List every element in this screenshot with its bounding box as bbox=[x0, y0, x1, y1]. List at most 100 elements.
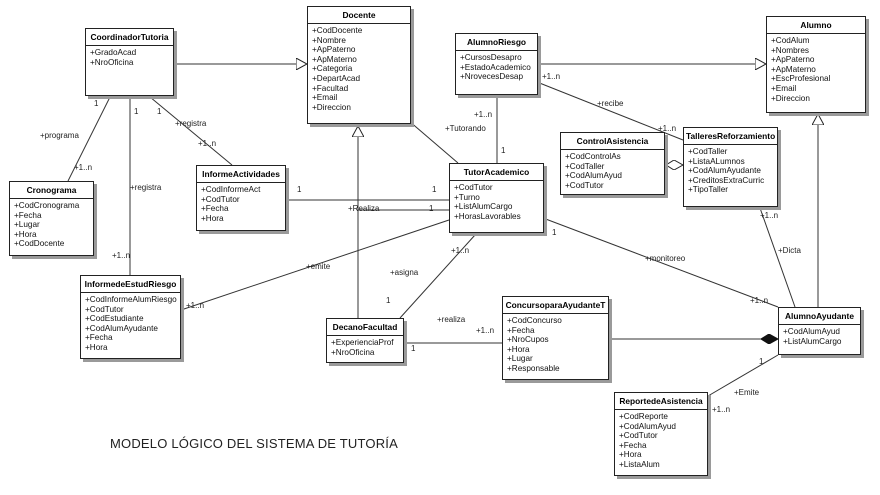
assoc-ayudante-reporte bbox=[707, 354, 779, 397]
class-cronograma: Cronograma +CodCronograma +Fecha +Lugar … bbox=[9, 181, 94, 256]
attribute: +Facultad bbox=[312, 83, 349, 93]
multiplicity-label: 1 bbox=[297, 185, 302, 194]
class-name: TalleresReforzamiento bbox=[684, 128, 777, 145]
attribute: +Lugar bbox=[14, 220, 40, 230]
association-label: +programa bbox=[40, 131, 79, 140]
attribute: +ApPaterno bbox=[771, 55, 815, 65]
attribute: +ApPaterno bbox=[312, 45, 356, 55]
multiplicity-label: +1..n bbox=[451, 246, 470, 255]
attribute: +Direccion bbox=[312, 102, 351, 112]
class-name: ReportedeAsistencia bbox=[615, 393, 707, 410]
multiplicity-label: +1..n bbox=[658, 124, 677, 133]
attribute: +Hora bbox=[201, 213, 224, 223]
class-name: Docente bbox=[308, 7, 410, 24]
diagram-title: MODELO LÓGICO DEL SISTEMA DE TUTORÍA bbox=[110, 436, 398, 451]
attribute: +CodTaller bbox=[565, 161, 605, 171]
multiplicity-label: +1..n bbox=[750, 296, 769, 305]
attribute: +CodAlum bbox=[771, 36, 810, 45]
attribute: +NroCupos bbox=[507, 335, 549, 345]
class-name: Alumno bbox=[767, 17, 865, 34]
attribute: +CodConcurso bbox=[507, 316, 562, 325]
assoc-tutor-decano-asigna bbox=[399, 234, 476, 319]
class-informedeestudriesgo: InformedeEstudRiesgo +CodInformeAlumRies… bbox=[80, 275, 181, 359]
class-reportedeasistencia: ReportedeAsistencia +CodReporte +CodAlum… bbox=[614, 392, 708, 476]
assoc-alumnoriesgo-talleres bbox=[536, 81, 684, 141]
class-name: InformeActividades bbox=[197, 166, 285, 183]
attribute: +CodDocente bbox=[14, 239, 65, 249]
attribute: +Email bbox=[312, 93, 338, 103]
assoc-coord-informeactividades bbox=[149, 96, 233, 166]
attribute: +CursosDesapro bbox=[460, 53, 522, 62]
attribute: +CodControlAs bbox=[565, 152, 621, 161]
multiplicity-label: 1 bbox=[94, 99, 99, 108]
attribute: +CreditosExtraCurric bbox=[688, 175, 765, 185]
attribute: +Nombres bbox=[771, 45, 809, 55]
association-label: +registra bbox=[175, 119, 207, 128]
assoc-talleres-ayudante-dicta bbox=[759, 207, 796, 308]
multiplicity-label: +1..n bbox=[186, 301, 205, 310]
class-name: CoordinadorTutoria bbox=[86, 29, 173, 46]
attribute: +CodTutor bbox=[85, 304, 124, 314]
attribute: +TipoTaller bbox=[688, 185, 728, 195]
class-name: Cronograma bbox=[10, 182, 93, 199]
class-alumnoriesgo: AlumnoRiesgo +CursosDesapro +EstadoAcade… bbox=[455, 33, 538, 95]
attribute: +Fecha bbox=[14, 210, 42, 220]
attribute: +ListAlumCargo bbox=[454, 202, 513, 212]
multiplicity-label: 1 bbox=[432, 185, 437, 194]
multiplicity-label: 1 bbox=[157, 107, 162, 116]
class-name: TutorAcademico bbox=[450, 164, 543, 181]
attribute: +CodAlumAyudante bbox=[688, 166, 761, 176]
attribute: +CodTutor bbox=[565, 180, 604, 190]
attribute: +CodTutor bbox=[619, 431, 658, 441]
association-label: +Realiza bbox=[348, 204, 380, 213]
attribute: +CodAlumAyud bbox=[783, 327, 840, 336]
association-label: +realiza bbox=[437, 315, 466, 324]
association-label: +Emite bbox=[734, 388, 760, 397]
association-label: +asigna bbox=[390, 268, 419, 277]
attribute: +NroOficina bbox=[90, 57, 134, 67]
attribute: +Responsable bbox=[507, 363, 560, 373]
attribute: +DepartAcad bbox=[312, 73, 361, 83]
class-name: ControlAsistencia bbox=[561, 133, 664, 150]
class-name: InformedeEstudRiesgo bbox=[81, 276, 180, 293]
class-informeactividades: InformeActividades +CodInformeAct +CodTu… bbox=[196, 165, 286, 231]
attribute: +CodInformeAct bbox=[201, 185, 261, 194]
class-talleresreforzamiento: TalleresReforzamiento +CodTaller +ListaA… bbox=[683, 127, 778, 207]
assoc-tutor-ayudante-monitoreo bbox=[542, 217, 779, 308]
attribute: +CodTutor bbox=[201, 194, 240, 204]
attribute: +ListaALumnos bbox=[688, 156, 745, 166]
association-label: +Dicta bbox=[778, 246, 801, 255]
multiplicity-label: +1..n bbox=[712, 405, 731, 414]
association-label: +Tutorando bbox=[445, 124, 486, 133]
class-tutoracademico: TutorAcademico +CodTutor +Turno +ListAlu… bbox=[449, 163, 544, 233]
attribute: +NrovecesDesap bbox=[460, 72, 524, 82]
multiplicity-label: 1 bbox=[759, 357, 764, 366]
class-concursoparaayudantet: ConcursoparaAyudanteT +CodConcurso +Fech… bbox=[502, 296, 609, 380]
multiplicity-label: 1 bbox=[552, 228, 557, 237]
attribute: +ExperienciaProf bbox=[331, 338, 394, 347]
class-name: AlumnoRiesgo bbox=[456, 34, 537, 51]
multiplicity-label: 1 bbox=[429, 204, 434, 213]
multiplicity-label: 1 bbox=[134, 107, 139, 116]
multiplicity-label: 1 bbox=[386, 296, 391, 305]
generalization-tutor-docente bbox=[402, 115, 459, 164]
attribute: +Direccion bbox=[771, 93, 810, 103]
class-alumno: Alumno +CodAlum +Nombres +ApPaterno +ApM… bbox=[766, 16, 866, 113]
class-decanofacultad: DecanoFacultad +ExperienciaProf +NroOfic… bbox=[326, 318, 404, 363]
attribute: +HorasLavorables bbox=[454, 211, 521, 221]
attribute: +Lugar bbox=[507, 354, 533, 364]
class-coordinadortutoria: CoordinadorTutoria +GradoAcad +NroOficin… bbox=[85, 28, 174, 96]
attribute: +ListaAlum bbox=[619, 459, 660, 469]
multiplicity-label: +1..n bbox=[542, 72, 561, 81]
attribute: +CodTutor bbox=[454, 183, 493, 192]
multiplicity-label: 1 bbox=[411, 344, 416, 353]
attribute: +CodCronograma bbox=[14, 201, 80, 210]
class-alumnoayudante: AlumnoAyudante +CodAlumAyud +ListAlumCar… bbox=[778, 307, 861, 355]
attribute: +NroOficina bbox=[331, 347, 375, 357]
attribute: +CodInformeAlumRiesgo bbox=[85, 295, 177, 304]
attribute: +Categoria bbox=[312, 64, 353, 74]
attribute: +ApMaterno bbox=[771, 64, 816, 74]
multiplicity-label: 1 bbox=[501, 146, 506, 155]
